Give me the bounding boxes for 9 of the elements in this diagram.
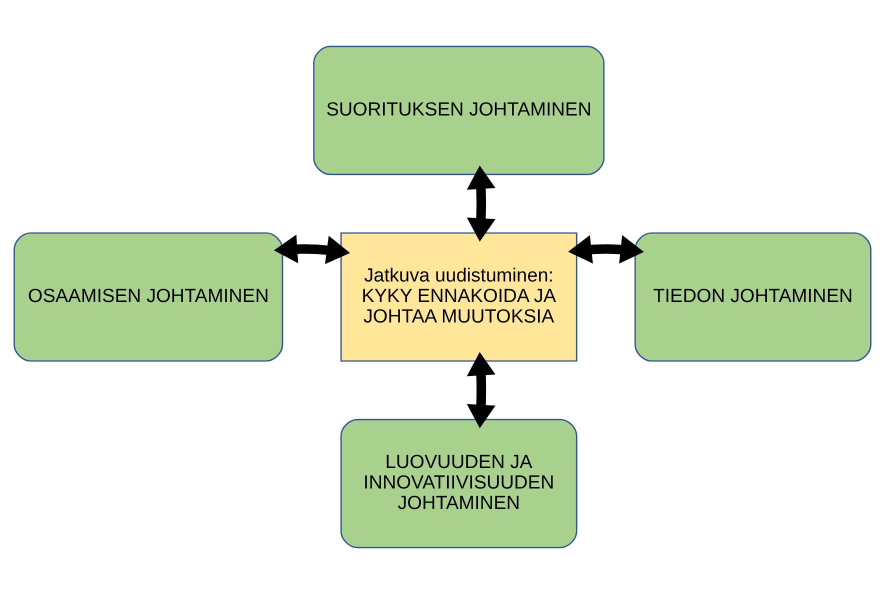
arrow: [568, 235, 644, 264]
arrow: [466, 165, 496, 242]
node-box: TIEDON JOHTAMINEN: [634, 232, 872, 362]
node-box: OSAAMISEN JOHTAMINEN: [14, 232, 284, 362]
node-box: Jatkuva uudistuminen: KYKY ENNAKOIDA JA JOHTAA MUUTOKSIA: [340, 232, 578, 362]
arrow: [466, 352, 496, 428]
node-box: LUOVUUDEN JA INNOVATIIVISUUDEN JOHTAMINEN: [340, 418, 578, 548]
node-box: SUORITUKSEN JOHTAMINEN: [313, 46, 605, 176]
arrow: [274, 234, 350, 264]
